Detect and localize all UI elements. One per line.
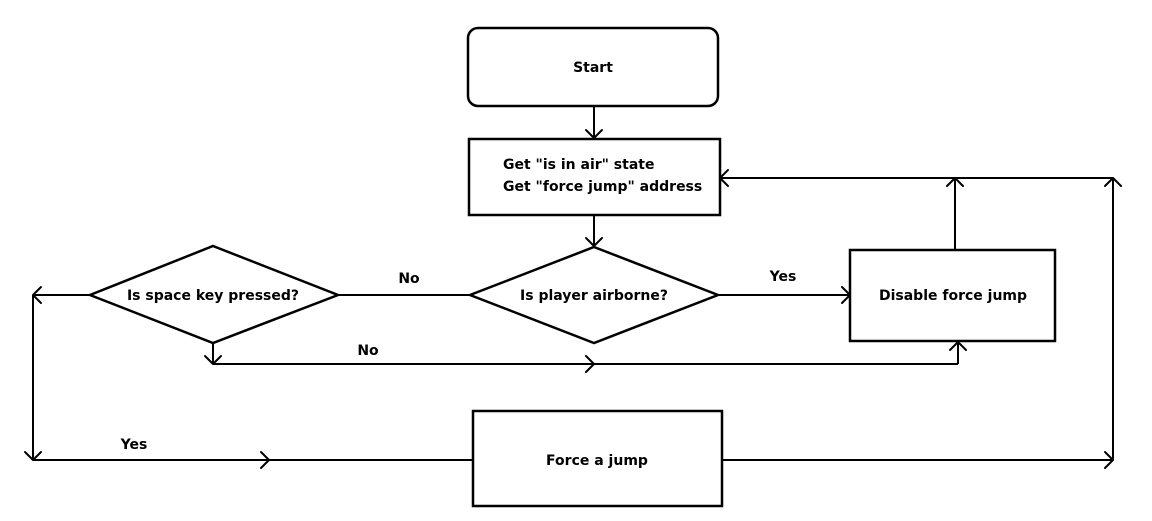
space-pressed-decision bbox=[86, 244, 342, 345]
arrowhead-right bbox=[260, 451, 270, 469]
get-state-process bbox=[467, 137, 722, 217]
get-state-line2: Get "force jump" address bbox=[503, 179, 702, 195]
node-space-pressed: Is space key pressed? bbox=[86, 244, 342, 345]
get-state-line1: Get "is in air" state bbox=[503, 157, 654, 173]
player-airborne-decision bbox=[466, 245, 722, 345]
player-airborne-label: Is player airborne? bbox=[520, 288, 668, 304]
node-disable-force-jump: Disable force jump bbox=[848, 248, 1057, 343]
connectors bbox=[24, 106, 1122, 469]
edge-label-airborne-yes: Yes bbox=[769, 269, 797, 285]
edge-label-airborne-no: No bbox=[398, 271, 420, 287]
arrowhead-up bbox=[1104, 177, 1122, 187]
arrowhead-right bbox=[1104, 451, 1114, 469]
force-jump-label: Force a jump bbox=[546, 453, 648, 469]
start-label: Start bbox=[573, 60, 613, 76]
node-force-jump: Force a jump bbox=[471, 409, 724, 508]
node-start: Start bbox=[466, 26, 720, 108]
edge-label-space-no: No bbox=[357, 343, 379, 359]
space-pressed-label: Is space key pressed? bbox=[127, 288, 299, 304]
force-jump-process bbox=[471, 409, 724, 508]
arrowhead-right bbox=[585, 355, 595, 373]
node-get-state: Get "is in air" state Get "force jump" a… bbox=[467, 137, 722, 217]
disable-force-jump-process bbox=[848, 248, 1057, 343]
node-player-airborne: Is player airborne? bbox=[466, 245, 722, 345]
start-terminator bbox=[466, 26, 720, 108]
disable-force-jump-label: Disable force jump bbox=[879, 288, 1027, 304]
edge-label-space-yes: Yes bbox=[120, 437, 148, 453]
